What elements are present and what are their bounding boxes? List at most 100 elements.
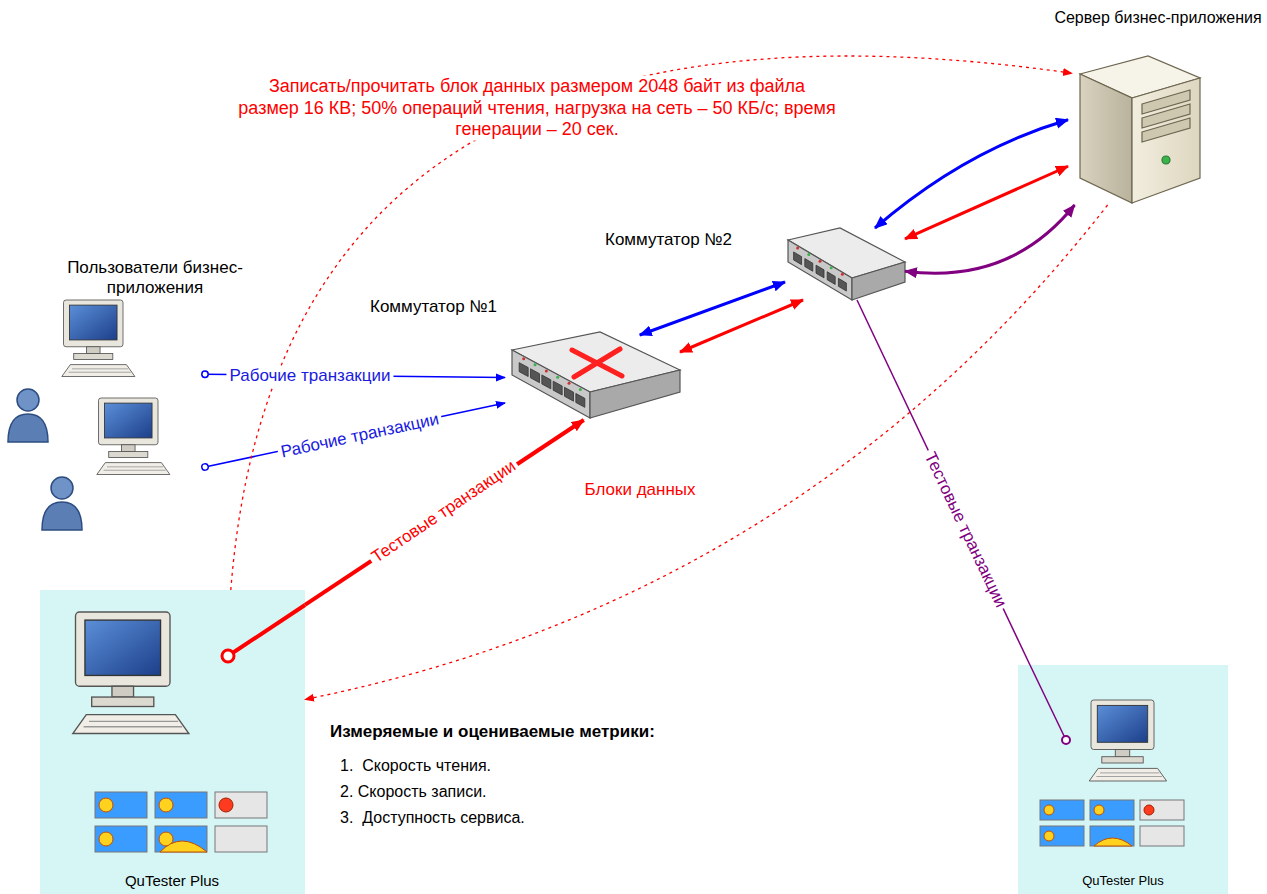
device-label: Коммутатор №2 bbox=[605, 230, 732, 250]
tester-computer bbox=[99, 798, 113, 812]
switch-icon bbox=[852, 262, 905, 300]
user-computer bbox=[8, 300, 170, 530]
connector bbox=[857, 300, 1030, 665]
metric-item: 3. Доступность сервиса. bbox=[340, 808, 525, 827]
tester-computer bbox=[1090, 800, 1134, 820]
switch-icon bbox=[519, 357, 585, 407]
port-led bbox=[568, 382, 571, 385]
switch-port bbox=[805, 259, 813, 272]
tester-computer bbox=[1062, 736, 1070, 744]
tester-panel bbox=[1018, 665, 1228, 894]
port-led bbox=[841, 273, 844, 276]
tester-computer bbox=[1140, 800, 1184, 820]
edge-label: Тестовые транзакции bbox=[366, 455, 523, 570]
tester-computer bbox=[222, 650, 234, 662]
metric-item: 1. Скорость чтения. bbox=[340, 756, 491, 775]
port-led bbox=[534, 363, 537, 366]
switch-node: Коммутатор №2 bbox=[785, 228, 905, 300]
switch-port bbox=[838, 278, 846, 291]
switch-port bbox=[565, 387, 574, 401]
port-led bbox=[830, 266, 833, 269]
device-label: QuTester Plus bbox=[1082, 873, 1164, 889]
switch-icon bbox=[788, 228, 905, 300]
tester-computer bbox=[95, 826, 147, 852]
tester-computer bbox=[155, 792, 207, 818]
switch-port bbox=[576, 393, 585, 407]
switch-port bbox=[827, 272, 835, 285]
connector bbox=[205, 403, 505, 467]
switch-icon bbox=[512, 332, 680, 418]
tester-computer bbox=[228, 605, 305, 656]
user-computer bbox=[8, 389, 48, 442]
port-led bbox=[796, 246, 799, 249]
port-led bbox=[819, 260, 822, 263]
tester-computer bbox=[219, 798, 233, 812]
tester-computer bbox=[155, 826, 207, 852]
switch-icon bbox=[788, 240, 852, 300]
device-label: Коммутатор №1 bbox=[370, 297, 497, 317]
switch-port bbox=[794, 252, 802, 265]
switch-icon bbox=[794, 246, 847, 291]
switch-port bbox=[519, 363, 528, 377]
port-led bbox=[579, 388, 582, 391]
tester-computer bbox=[1140, 826, 1184, 846]
tester-computer bbox=[160, 841, 207, 852]
switch-icon bbox=[512, 350, 590, 418]
switch-port bbox=[531, 369, 540, 383]
tester-computer bbox=[1044, 805, 1054, 815]
switch-port bbox=[553, 381, 562, 395]
tester-computer bbox=[99, 832, 113, 846]
tester-node: QuTester Plus bbox=[40, 590, 305, 894]
connector bbox=[875, 120, 1068, 228]
tester-computer bbox=[215, 826, 267, 852]
tester-computer bbox=[159, 798, 173, 812]
user-group: Пользователи бизнес-приложения bbox=[0, 255, 205, 520]
metrics-heading: Измеряемые и оцениваемые метрики: bbox=[330, 722, 655, 742]
switch-port bbox=[816, 265, 824, 278]
tester-computer bbox=[1144, 805, 1154, 815]
tester-node: QuTester Plus bbox=[1018, 665, 1228, 894]
switch-node: Коммутатор №1 bbox=[505, 335, 680, 420]
tester-computer bbox=[1089, 700, 1166, 781]
connector bbox=[640, 282, 785, 335]
port-led bbox=[522, 357, 525, 360]
server-icon bbox=[1132, 78, 1200, 203]
tester-computer bbox=[1040, 800, 1084, 820]
tester-panel bbox=[40, 590, 305, 894]
user-computer bbox=[62, 300, 135, 377]
tester-computer bbox=[1040, 826, 1084, 846]
metric-item: 2. Скорость записи. bbox=[340, 782, 487, 801]
edge-label: Рабочие транзакции bbox=[226, 366, 393, 386]
switch-port bbox=[542, 375, 551, 389]
port-led bbox=[807, 253, 810, 256]
switch-icon bbox=[572, 350, 622, 376]
tester-computer bbox=[1090, 826, 1134, 846]
tester-computer bbox=[215, 792, 267, 818]
tester-computer bbox=[95, 792, 147, 818]
edge-label: Тестовые транзакции bbox=[918, 446, 1012, 613]
server-icon bbox=[1162, 156, 1170, 164]
switch-icon bbox=[574, 349, 620, 377]
port-led bbox=[545, 369, 548, 372]
user-computer bbox=[97, 398, 170, 475]
server-icon bbox=[1080, 74, 1132, 203]
tester-computer bbox=[1094, 838, 1132, 846]
port-led bbox=[556, 376, 559, 379]
tester-computer bbox=[1044, 831, 1054, 841]
server-icon bbox=[1080, 56, 1200, 203]
tester-computer bbox=[1094, 805, 1104, 815]
switch-icon bbox=[590, 370, 680, 418]
device-label: QuTester Plus bbox=[125, 872, 219, 890]
group-label: Пользователи бизнес-приложения bbox=[65, 258, 245, 299]
tester-computer bbox=[1030, 665, 1184, 846]
user-computer bbox=[42, 477, 82, 530]
tester-computer bbox=[1030, 665, 1066, 740]
connector bbox=[680, 300, 803, 352]
connector bbox=[905, 205, 1075, 273]
tester-computer bbox=[73, 605, 305, 852]
edge-label: Рабочие транзакции bbox=[276, 409, 444, 464]
edge-label: Блоки данных bbox=[581, 480, 698, 500]
callout-text: Записать/прочитать блок данных размером … bbox=[234, 76, 840, 141]
device-label: Сервер бизнес-приложения bbox=[1054, 8, 1261, 27]
